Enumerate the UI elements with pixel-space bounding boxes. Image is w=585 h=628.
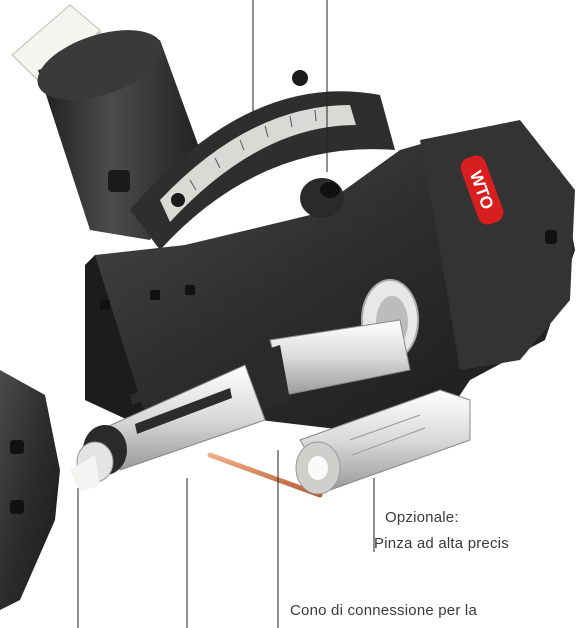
dial-screw-icon <box>171 193 185 207</box>
copper-rod <box>207 452 323 498</box>
main-housing <box>85 120 575 440</box>
cone-callout-label: Cono di connessione per la <box>290 602 477 619</box>
leader-lines <box>77 0 375 628</box>
angle-dial <box>130 70 395 250</box>
optional-collet <box>295 389 471 495</box>
clamp-screw <box>300 178 344 218</box>
tool-shank <box>70 319 411 492</box>
dial-knob-icon <box>292 70 308 86</box>
left-body-fragment <box>0 370 60 610</box>
collet-callout-label: Pinza ad alta precis <box>374 535 509 552</box>
cylinder-screw-icon <box>108 170 130 192</box>
optional-callout-label: Opzionale: <box>385 509 459 526</box>
